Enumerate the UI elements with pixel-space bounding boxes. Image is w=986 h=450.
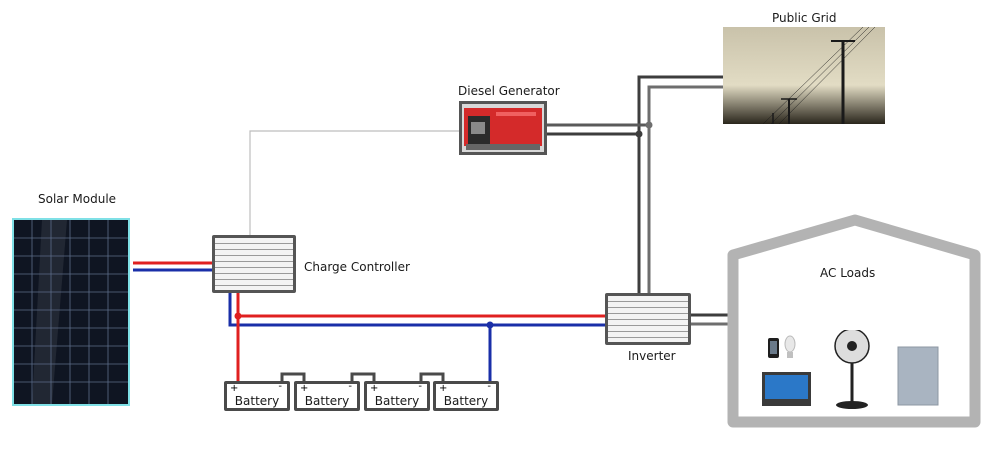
ac-loads-devices <box>762 330 939 409</box>
battery-minus-terminal: - <box>418 381 422 392</box>
house-outline <box>727 214 981 428</box>
fridge-icon <box>897 346 939 406</box>
battery-label: Battery <box>374 394 420 408</box>
battery-plus-terminal: + <box>439 383 448 394</box>
generator-icon <box>464 108 542 150</box>
public-grid-image[interactable] <box>723 27 885 124</box>
junction-positive <box>234 312 242 320</box>
diesel-generator[interactable] <box>459 101 547 155</box>
battery-plus-terminal: + <box>300 383 309 394</box>
signal-wire <box>249 130 460 235</box>
battery-link-3 <box>419 372 445 382</box>
tv-icon <box>762 372 811 406</box>
battery-label: Battery <box>304 394 350 408</box>
battery-plus-terminal: + <box>230 383 239 394</box>
charge-controller-label: Charge Controller <box>304 260 410 274</box>
inverter[interactable] <box>605 293 691 345</box>
inverter-label: Inverter <box>628 349 676 363</box>
battery-minus-terminal: - <box>278 381 282 392</box>
diesel-generator-label: Diesel Generator <box>458 84 560 98</box>
battery-link-1 <box>280 372 306 382</box>
charge-controller[interactable] <box>212 235 296 293</box>
battery-label: Battery <box>234 394 280 408</box>
solar-module-icon <box>12 218 130 406</box>
bulb-icon <box>784 335 796 358</box>
battery-plus-terminal: + <box>370 383 379 394</box>
battery-3[interactable]: + - Battery <box>364 381 430 411</box>
junction-gen-light <box>645 121 653 129</box>
junction-negative <box>486 321 494 329</box>
public-grid-label: Public Grid <box>772 11 837 25</box>
solar-module-label: Solar Module <box>38 192 117 206</box>
ac-loads-label: AC Loads <box>820 266 876 280</box>
grid-wire-light <box>647 85 724 294</box>
dc-positive-bus <box>236 292 607 318</box>
battery-minus-terminal: - <box>348 381 352 392</box>
battery-2[interactable]: + - Battery <box>294 381 360 411</box>
battery-link-2 <box>350 372 376 382</box>
phone-icon <box>768 338 779 358</box>
battery-minus-terminal: - <box>487 381 491 392</box>
grid-wire-dark <box>637 75 724 294</box>
junction-gen-dark <box>635 130 643 138</box>
battery-4[interactable]: + - Battery <box>433 381 499 411</box>
battery-1[interactable]: + - Battery <box>224 381 290 411</box>
fan-icon <box>834 330 870 409</box>
battery-label: Battery <box>443 394 489 408</box>
dc-negative-bus <box>228 292 607 327</box>
